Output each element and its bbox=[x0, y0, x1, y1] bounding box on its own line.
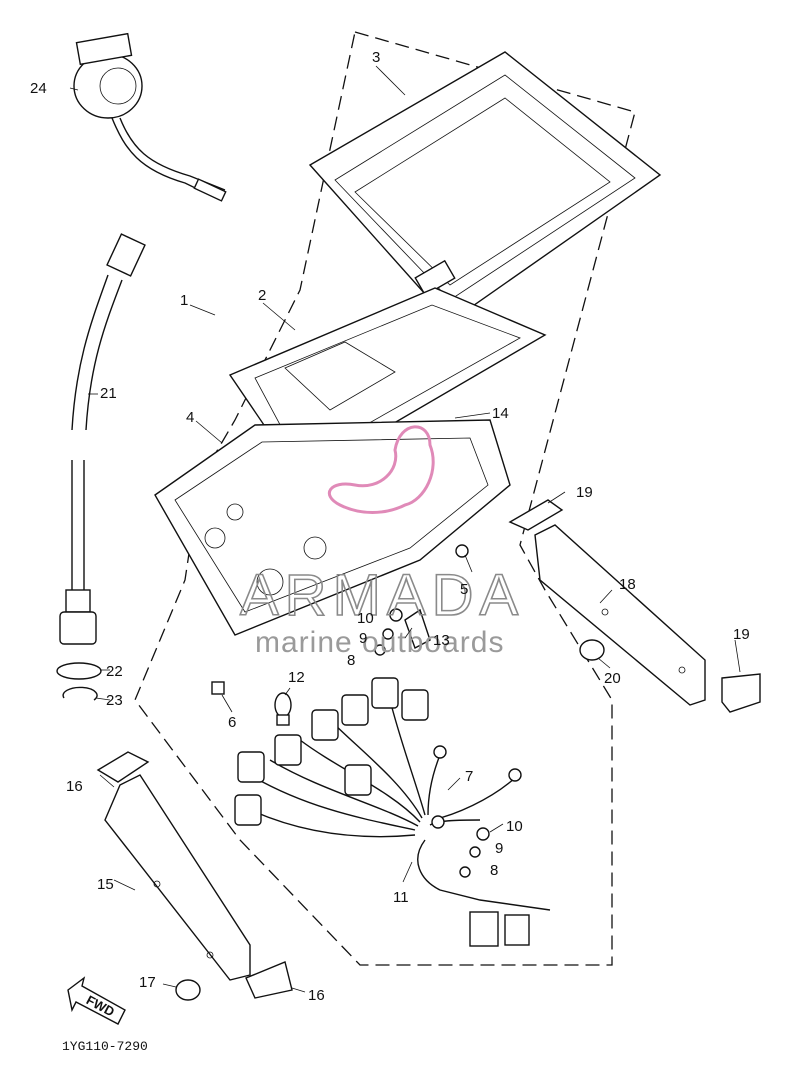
callout-16-lower: 16 bbox=[308, 987, 325, 1004]
callout-10-upper: 10 bbox=[357, 610, 374, 627]
callout-11: 11 bbox=[393, 889, 409, 906]
callout-8-upper: 8 bbox=[347, 652, 355, 669]
part-16-cushion-top bbox=[96, 751, 150, 783]
callout-5: 5 bbox=[460, 581, 468, 598]
callout-4: 4 bbox=[186, 409, 194, 426]
callout-20: 20 bbox=[604, 670, 621, 687]
callout-22: 22 bbox=[106, 663, 123, 680]
part-21-cable bbox=[59, 233, 146, 645]
callout-8-lower: 8 bbox=[490, 862, 498, 879]
callout-18: 18 bbox=[619, 576, 636, 593]
part-16-cushion-bottom bbox=[245, 961, 293, 999]
part-19-cushion-right bbox=[721, 673, 761, 713]
callout-1: 1 bbox=[180, 292, 188, 309]
drawing-code: 1YG110-7290 bbox=[62, 1039, 148, 1054]
callout-14: 14 bbox=[492, 405, 509, 422]
callout-2: 2 bbox=[258, 287, 266, 304]
part-18-bracket bbox=[534, 524, 706, 706]
callout-19-upper: 19 bbox=[576, 484, 593, 501]
leader-lines bbox=[69, 65, 741, 993]
callout-19-right: 19 bbox=[733, 626, 750, 643]
callout-6: 6 bbox=[228, 714, 236, 731]
part-20-grommet bbox=[579, 639, 605, 661]
logo-mark bbox=[327, 425, 435, 514]
part-24-sensor bbox=[73, 32, 227, 202]
part-15-bracket bbox=[104, 774, 251, 981]
part-17-grommet bbox=[175, 979, 201, 1001]
callout-16-upper: 16 bbox=[66, 778, 83, 795]
watermark-logo bbox=[327, 425, 435, 514]
callout-10-lower: 10 bbox=[506, 818, 523, 835]
callout-13: 13 bbox=[433, 632, 450, 649]
part-11-harness bbox=[234, 677, 551, 947]
callout-12: 12 bbox=[288, 669, 305, 686]
part-4-housing bbox=[154, 419, 511, 636]
callout-3-label: 3 bbox=[372, 49, 380, 66]
hardware-fasteners bbox=[211, 544, 490, 878]
part-19-cushion-top bbox=[508, 499, 564, 531]
part-3-cover bbox=[308, 51, 662, 323]
watermark-brand: ARMADA bbox=[240, 563, 524, 628]
callout-9-upper: 9 bbox=[359, 630, 367, 647]
assembly-outline bbox=[134, 31, 636, 966]
callout-7: 7 bbox=[465, 768, 473, 785]
part-12-bulb bbox=[274, 692, 292, 726]
callout-23: 23 bbox=[106, 692, 123, 709]
callout-17: 17 bbox=[139, 974, 156, 991]
callout-15: 15 bbox=[97, 876, 114, 893]
watermark-subtitle: marine outboards bbox=[255, 626, 504, 659]
callout-21: 21 bbox=[100, 385, 117, 402]
callout-24: 24 bbox=[30, 80, 47, 97]
part-22-ring bbox=[56, 662, 102, 680]
part-23-clip bbox=[62, 686, 98, 701]
fwd-arrow: FWD bbox=[67, 976, 126, 1025]
callout-9-lower: 9 bbox=[495, 840, 503, 857]
